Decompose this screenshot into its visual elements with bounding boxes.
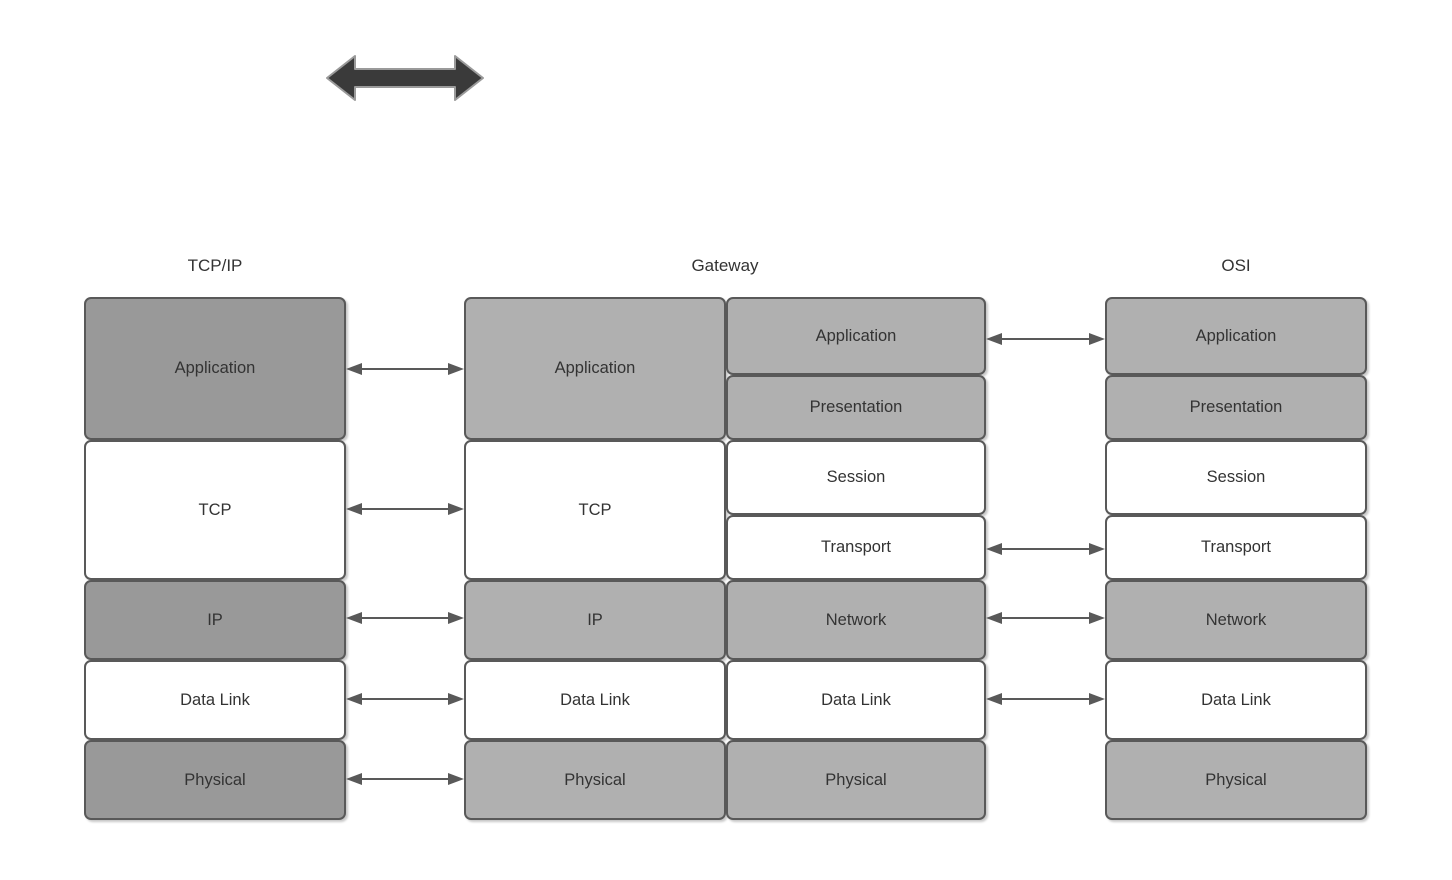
tcpip-layer-physical[interactable]: Physical [84,740,346,820]
gateway-right-layer-data-link[interactable]: Data Link [726,660,986,740]
gateway-left-layer-application[interactable]: Application [464,297,726,440]
connector-arrow-gateway-osi-network [986,609,1105,627]
osi-layer-presentation[interactable]: Presentation [1105,375,1367,440]
gateway-left-layer-ip[interactable]: IP [464,580,726,660]
gateway-left-layer-data-link[interactable]: Data Link [464,660,726,740]
bidirectional-arrow-icon [325,52,485,104]
connector-arrow-tcpip-gateway-data-link [346,690,464,708]
column-header-gateway: Gateway [691,256,759,275]
gateway-right-layer-session[interactable]: Session [726,440,986,515]
tcpip-layer-application[interactable]: Application [84,297,346,440]
gateway-left-layer-tcp[interactable]: TCP [464,440,726,580]
osi-layer-transport[interactable]: Transport [1105,515,1367,580]
tcpip-layer-ip[interactable]: IP [84,580,346,660]
column-header-tcpip: TCP/IP [187,256,243,275]
osi-layer-application[interactable]: Application [1105,297,1367,375]
osi-layer-session[interactable]: Session [1105,440,1367,515]
gateway-right-layer-presentation[interactable]: Presentation [726,375,986,440]
tcpip-layer-tcp[interactable]: TCP [84,440,346,580]
tcpip-layer-data-link[interactable]: Data Link [84,660,346,740]
connector-arrow-gateway-osi-transport [986,540,1105,558]
gateway-right-layer-transport[interactable]: Transport [726,515,986,580]
osi-layer-data-link[interactable]: Data Link [1105,660,1367,740]
gateway-right-layer-network[interactable]: Network [726,580,986,660]
osi-layer-network[interactable]: Network [1105,580,1367,660]
column-header-osi: OSI [1221,256,1251,275]
connector-arrow-tcpip-gateway-tcp [346,500,464,518]
gateway-left-layer-physical[interactable]: Physical [464,740,726,820]
connector-arrow-tcpip-gateway-application [346,360,464,378]
gateway-right-layer-application[interactable]: Application [726,297,986,375]
connector-arrow-gateway-osi-application [986,330,1105,348]
gateway-right-layer-physical[interactable]: Physical [726,740,986,820]
connector-arrow-tcpip-gateway-ip [346,609,464,627]
connector-arrow-gateway-osi-data-link [986,690,1105,708]
connector-arrow-tcpip-gateway-physical [346,770,464,788]
osi-layer-physical[interactable]: Physical [1105,740,1367,820]
